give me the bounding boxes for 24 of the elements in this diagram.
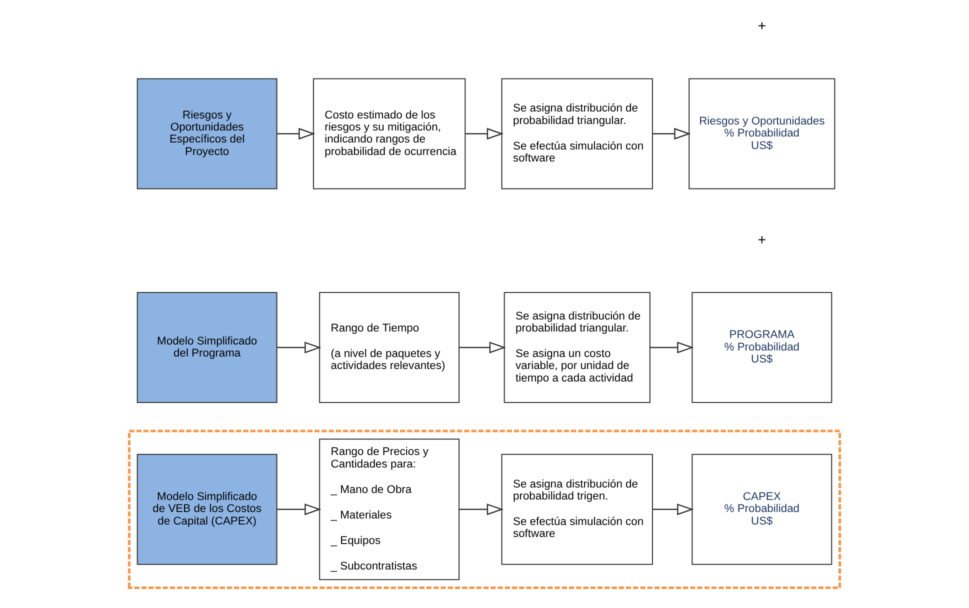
arrow	[652, 504, 694, 516]
arrow	[277, 342, 322, 354]
node-box: Modelo Simplificado del Programa	[136, 292, 278, 403]
label: +	[758, 232, 766, 248]
arrow	[277, 128, 316, 140]
cluster	[128, 430, 842, 590]
node-box: Costo estimado de los riesgos y su mitigación, indicando rangos de probabilidad de ocurrencia	[312, 78, 466, 190]
arrow	[652, 128, 691, 140]
node-box: Riesgos y Oportunidades % Probabilidad US$	[688, 78, 836, 190]
arrow	[459, 342, 506, 354]
node-box: Se asigna distribución de probabilidad trigen. Se efectúa simulación con software	[501, 454, 653, 565]
label: +	[758, 18, 766, 35]
arrow	[650, 342, 694, 354]
node-box: Riesgos y Oportunidades Específicos del Proyecto	[136, 78, 278, 190]
node-box: Rango de Tiempo (a nivel de paquetes y actividades relevantes)	[319, 292, 460, 403]
node-box: Se asigna distribución de probabilidad triangular. Se asigna un costo variable, por unidad de tiempo a cada actividad	[504, 292, 650, 403]
arrow	[459, 504, 504, 516]
arrow	[277, 504, 322, 516]
arrow	[465, 128, 504, 140]
node-box: Modelo Simplificado de VEB de los Costos de Capital (CAPEX)	[136, 454, 278, 565]
node-box: Rango de Precios y Cantidades para: _ Mano de Obra _ Materiales _ Equipos _ Subcontratistas	[319, 438, 460, 580]
node-box: Se asigna distribución de probabilidad triangular. Se efectúa simulación con software	[501, 78, 653, 190]
node-box: PROGRAMA % Probabilidad US$	[692, 292, 832, 403]
node-box: CAPEX % Probabilidad US$	[692, 454, 832, 565]
